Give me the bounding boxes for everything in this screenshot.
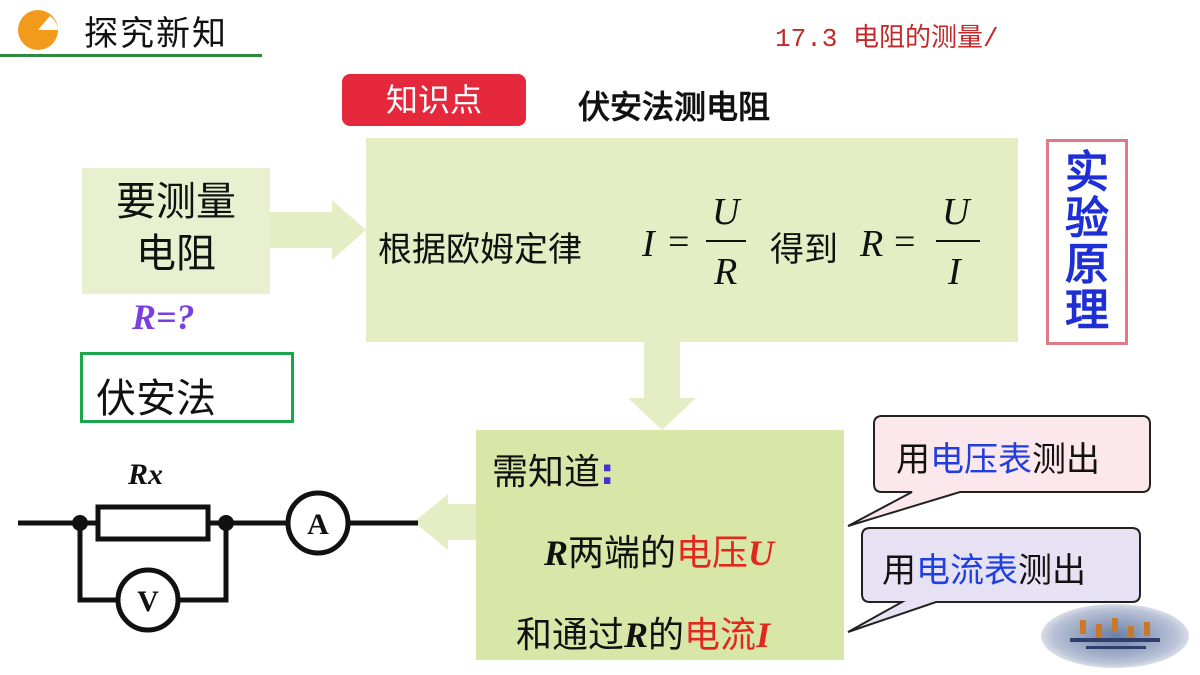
- required-heading: 需知道:: [492, 443, 614, 495]
- ohm-equation: I = U R: [642, 190, 752, 300]
- arrow-right-icon: [270, 200, 366, 260]
- current-symbol: I: [756, 615, 771, 655]
- eq2-lhs: R: [860, 223, 884, 265]
- eq2-numerator: U: [942, 191, 970, 233]
- voltmeter-circle: [115, 567, 181, 633]
- voltage-symbol: U: [748, 533, 775, 573]
- arrow-down-icon: [628, 342, 696, 430]
- resistance-equation: R = U I: [860, 190, 990, 300]
- eq1-fraction-bar: [706, 240, 746, 242]
- measure-box: [82, 168, 270, 294]
- method-label: 伏安法: [96, 376, 216, 422]
- current-line: 和通过R的电流I: [516, 606, 770, 658]
- pie-chart-icon: [18, 10, 58, 50]
- ammeter-label: A: [307, 508, 329, 541]
- ammeter-callout-text: 用电流表测出: [882, 543, 1086, 592]
- eq2-equals: =: [894, 221, 916, 263]
- eq2-denominator: I: [948, 251, 961, 293]
- voltmeter-word: 电压表: [930, 440, 1032, 480]
- ammeter-callout-bubble: [847, 527, 1141, 633]
- resistor-label: Rx: [128, 458, 164, 491]
- required-colon: :: [600, 452, 615, 493]
- arrow-left-icon: [414, 494, 476, 550]
- law-middle: 得到: [770, 230, 838, 270]
- junction-right: [218, 515, 234, 531]
- voltage-word: 电压: [676, 533, 749, 574]
- voltmeter-callout-bubble: [847, 415, 1151, 527]
- topic-title: 伏安法测电阻: [578, 88, 771, 126]
- voltmeter-callout-text: 用电压表测出: [896, 432, 1100, 481]
- method-box: [80, 352, 294, 423]
- header-rule: [0, 54, 262, 57]
- principle-box: [1046, 139, 1128, 345]
- current-line-mid: 的: [648, 615, 685, 656]
- ohm-law-box: [366, 138, 1018, 342]
- page-title: 探究新知: [84, 14, 228, 54]
- callout2-suffix: 测出: [1018, 551, 1086, 591]
- voltage-line-text: 两端的: [568, 533, 677, 574]
- circuit-diagram: A V: [18, 490, 418, 633]
- voltmeter-branch-right: [178, 523, 229, 603]
- law-prefix: 根据欧姆定律: [378, 230, 582, 270]
- current-word: 电流: [684, 615, 757, 656]
- circuit-board-photo: [1041, 604, 1189, 668]
- principle-char-3: 原: [1065, 239, 1109, 290]
- callout1-prefix: 用: [896, 440, 930, 480]
- principle-char-4: 理: [1065, 285, 1109, 336]
- voltage-line: R两端的电压U: [544, 524, 774, 576]
- eq2-fraction-bar: [936, 240, 980, 242]
- callout1-suffix: 测出: [1032, 440, 1100, 480]
- required-box: [476, 430, 844, 660]
- voltmeter-label: V: [137, 585, 159, 618]
- eq1-lhs: I: [642, 223, 655, 265]
- r-unknown: R=?: [132, 297, 195, 337]
- measure-line2: 电阻: [136, 231, 216, 277]
- callout2-prefix: 用: [882, 551, 916, 591]
- junction-left: [72, 515, 88, 531]
- eq1-numerator: U: [712, 191, 740, 233]
- principle-char-2: 验: [1065, 193, 1109, 244]
- eq1-equals: =: [668, 221, 690, 263]
- measure-line1: 要测量: [116, 179, 236, 225]
- resistor-rx: [95, 504, 211, 542]
- eq1-denominator: R: [714, 251, 738, 293]
- principle-char-1: 实: [1065, 147, 1109, 198]
- ammeter-word: 电流表: [916, 551, 1018, 591]
- knowledge-point-tag: 知识点: [342, 74, 526, 126]
- current-r-symbol: R: [624, 615, 649, 655]
- measure-text: 要测量 电阻: [82, 176, 270, 280]
- section-label: 17.3 电阻的测量/: [775, 24, 999, 54]
- current-line-prefix: 和通过: [516, 615, 625, 656]
- voltage-r-symbol: R: [544, 533, 569, 573]
- required-heading-text: 需知道: [492, 452, 601, 493]
- principle-label: 实 验 原 理: [1046, 150, 1128, 334]
- voltmeter-branch: [77, 523, 118, 603]
